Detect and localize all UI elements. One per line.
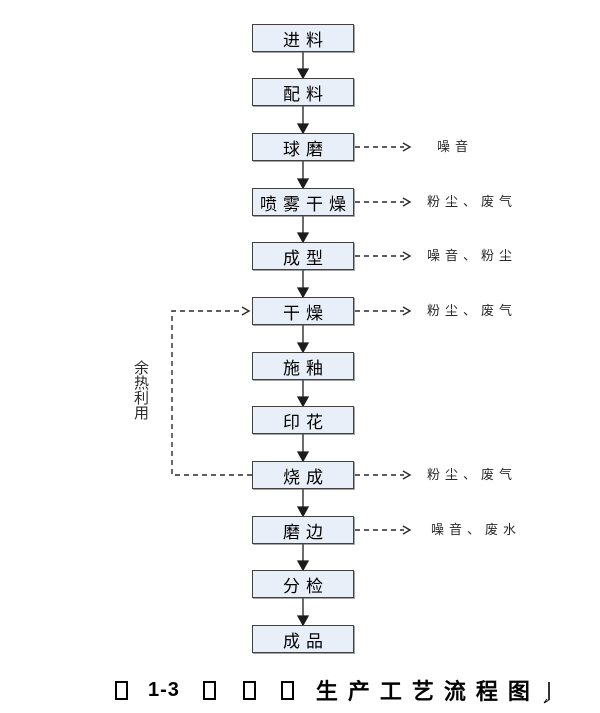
flow-arrow — [296, 325, 310, 354]
flow-node-firing: 烧成 — [252, 461, 354, 489]
flow-arrow — [296, 106, 310, 135]
flow-node-printing: 印花 — [252, 406, 354, 434]
emission-arrow — [355, 197, 412, 207]
emission-label: 噪音 — [437, 139, 474, 154]
flow-node-drying: 干燥 — [252, 297, 354, 325]
flow-arrow — [296, 380, 310, 408]
flow-arrow — [296, 434, 310, 463]
flow-node-spray-drying: 喷雾干燥 — [252, 188, 354, 216]
flow-node-label: 球磨 — [283, 139, 329, 159]
flow-node-label: 喷雾干燥 — [260, 194, 352, 214]
flow-node-label: 烧成 — [283, 467, 329, 487]
flow-node-label: 磨边 — [283, 522, 329, 542]
flow-node-label: 成型 — [283, 248, 329, 268]
figure-number: 1-3 — [148, 678, 180, 701]
feedback-loop-label: 余热利用 — [134, 361, 150, 422]
flow-node-edge-grinding: 磨边 — [252, 516, 354, 544]
flow-arrow — [296, 161, 310, 190]
emission-label: 噪音、粉尘 — [427, 248, 518, 263]
flow-node-glazing: 施釉 — [252, 352, 354, 380]
flow-node-ball-milling: 球磨 — [252, 133, 354, 161]
flow-node-label: 分检 — [283, 576, 329, 596]
flow-node-label: 进料 — [283, 30, 329, 50]
figure-title: 生产工艺流程图 — [315, 679, 540, 704]
flow-arrow — [296, 489, 310, 518]
emission-label: 噪音、废水 — [431, 522, 522, 537]
emission-label: 粉尘、废气 — [427, 194, 518, 209]
flow-arrow — [296, 52, 310, 80]
feedback-loop-arrow — [171, 306, 252, 476]
flow-node-finished-product: 成品 — [252, 625, 354, 653]
flow-arrow — [296, 544, 310, 572]
flow-node-label: 配料 — [283, 84, 329, 104]
flow-node-feed: 进料 — [252, 24, 354, 52]
flow-node-sorting: 分检 — [252, 570, 354, 598]
emission-arrow — [355, 525, 412, 535]
missing-glyph-box — [115, 680, 128, 700]
text-cursor-icon — [543, 682, 550, 704]
flow-node-label: 施釉 — [283, 358, 329, 378]
emission-arrow — [355, 306, 412, 316]
missing-glyph-box — [280, 680, 294, 700]
emission-label: 粉尘、废气 — [427, 303, 518, 318]
figure-caption: 1-3 生产工艺流程图 — [115, 676, 540, 704]
flow-node-forming: 成型 — [252, 242, 354, 270]
missing-glyph-box — [242, 680, 256, 700]
emission-arrow — [355, 142, 412, 152]
flow-arrow — [296, 598, 310, 627]
flow-node-label: 成品 — [283, 631, 329, 651]
emission-label: 粉尘、废气 — [427, 467, 518, 482]
flow-arrow — [296, 216, 310, 244]
flow-node-batching: 配料 — [252, 78, 354, 106]
flow-arrow — [296, 270, 310, 299]
emission-arrow — [355, 470, 412, 480]
emission-arrow — [355, 251, 412, 261]
flow-node-label: 干燥 — [283, 303, 329, 323]
flow-node-label: 印花 — [283, 412, 329, 432]
missing-glyph-box — [202, 680, 216, 700]
